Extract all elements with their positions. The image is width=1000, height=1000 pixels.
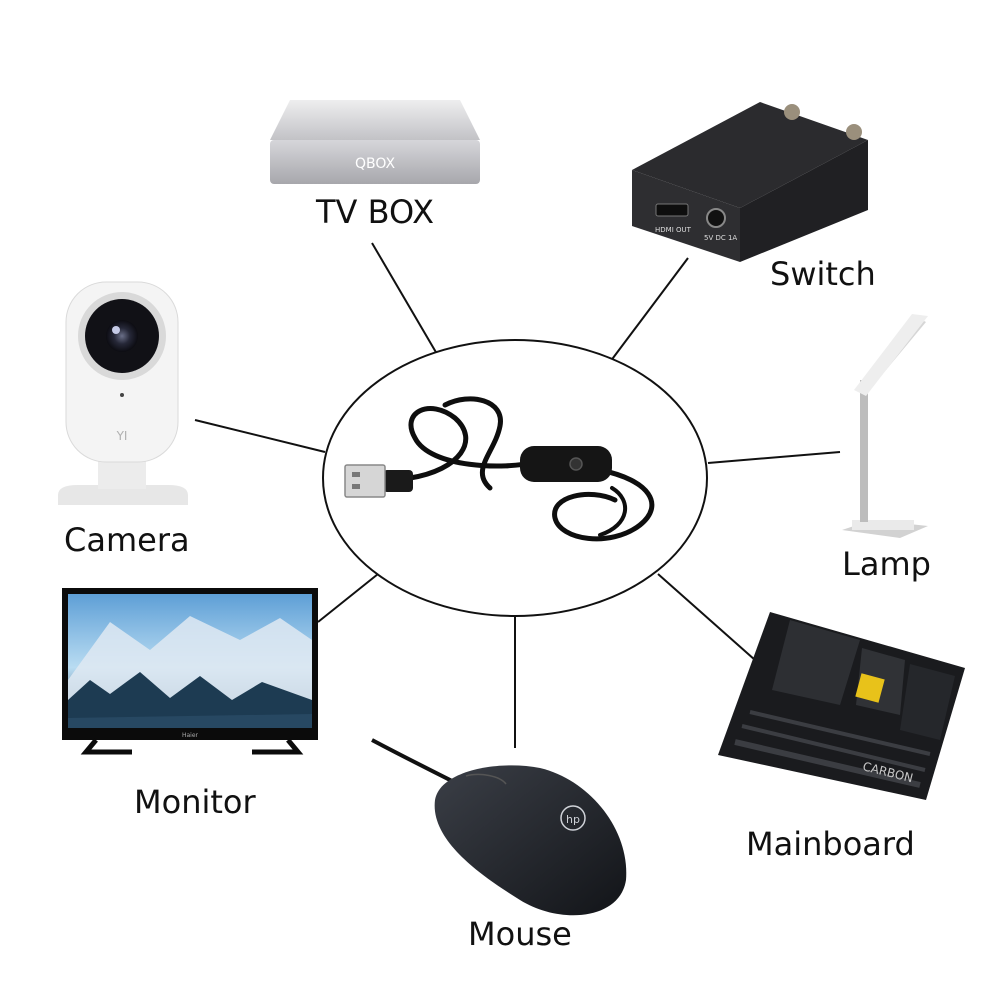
mouse-image: hp: [371, 738, 627, 916]
connector-switch: [609, 257, 689, 363]
connector-lines: [194, 242, 841, 748]
mouse-label: Mouse: [468, 915, 572, 953]
connector-lamp: [707, 451, 841, 464]
usb-cable-image: [344, 396, 655, 542]
switch-image: HDMI OUT 5V DC 1A: [632, 102, 868, 262]
mouse-brand-text: hp: [566, 813, 580, 826]
camera-brand-text: YI: [116, 429, 128, 443]
mainboard-label: Mainboard: [746, 825, 915, 863]
mainboard-image: CARBON: [718, 612, 965, 800]
tvbox-image: QBOX: [270, 100, 480, 184]
tvbox-label: TV BOX: [316, 193, 435, 231]
switch-hdmi-out-text: HDMI OUT: [655, 226, 692, 234]
lamp-label: Lamp: [842, 545, 931, 583]
tvbox-brand-text: QBOX: [355, 156, 396, 172]
lamp-image: [842, 314, 928, 538]
camera-label: Camera: [64, 521, 190, 559]
monitor-image: Haier: [62, 588, 318, 755]
switch-power-text: 5V DC 1A: [704, 234, 737, 242]
center-cable-group: [322, 339, 708, 617]
connector-monitor: [317, 573, 379, 623]
connector-mainboard: [657, 573, 756, 661]
switch-label: Switch: [770, 255, 876, 293]
monitor-brand-text: Haier: [182, 732, 199, 739]
monitor-label: Monitor: [134, 783, 256, 821]
connector-tvbox: [371, 242, 438, 355]
connector-camera: [194, 419, 326, 453]
camera-image: YI: [58, 281, 188, 505]
